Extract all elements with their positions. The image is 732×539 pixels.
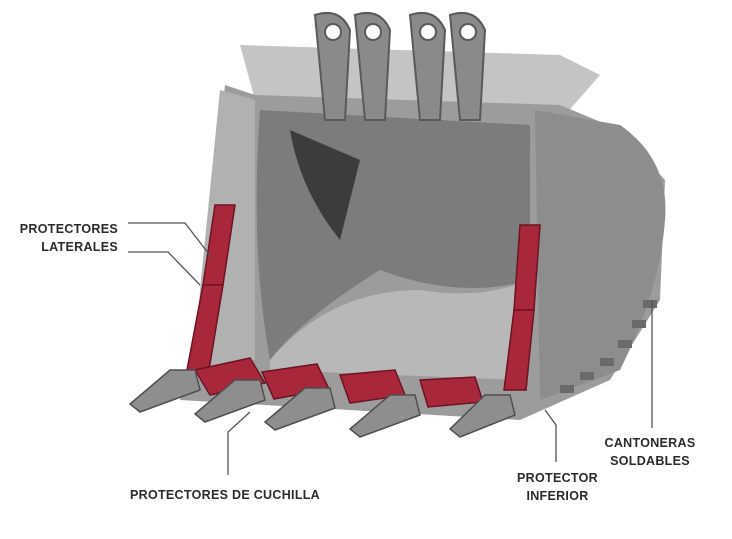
right-side-plate (535, 110, 666, 400)
label-line: PROTECTORES (19, 222, 118, 236)
label-line: PROTECTOR (517, 471, 598, 485)
label-line: CANTONERAS (604, 436, 696, 450)
bucket-teeth (128, 369, 516, 438)
label-line: LATERALES (41, 240, 118, 254)
leader-line-side-1 (128, 222, 213, 259)
label-line: SOLDABLES (610, 454, 690, 468)
mounting-lugs (313, 11, 487, 121)
label-weld-on-corners: CANTONERAS SOLDABLES (598, 434, 702, 470)
leader-line-side-2 (128, 251, 201, 286)
label-side-protectors: PROTECTORES LATERALES (10, 220, 118, 256)
label-blade-protectors: PROTECTORES DE CUCHILLA (130, 488, 321, 502)
leader-line-bottom (544, 409, 557, 462)
weld-on-corners (560, 300, 657, 393)
leader-line-blade (227, 411, 251, 475)
side-protectors (186, 204, 541, 391)
label-line: INFERIOR (526, 489, 589, 503)
bucket-floor (270, 280, 530, 380)
interior-shadow (290, 130, 360, 240)
label-bottom-protector: PROTECTOR INFERIOR (505, 469, 610, 505)
